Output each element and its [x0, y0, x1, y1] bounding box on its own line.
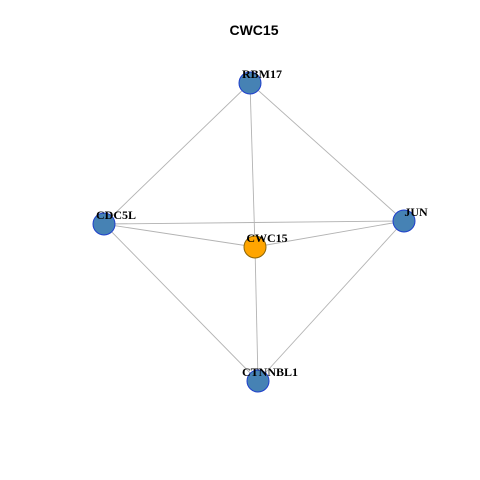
node-circle-jun	[392, 209, 416, 233]
node-label-jun: JUN	[404, 205, 428, 219]
node-circle-ctnnbl1	[246, 369, 270, 393]
node-cwc15: CWC15	[243, 231, 288, 259]
edge-rbm17-cwc15	[249, 82, 256, 248]
diagram-title: CWC15	[229, 22, 278, 38]
edge-rbm17-jun	[249, 82, 405, 222]
node-label-rbm17: RBM17	[242, 67, 282, 81]
edge-jun-cwc15	[254, 220, 405, 248]
node-label-cwc15: CWC15	[246, 231, 287, 245]
node-circle-rbm17	[238, 71, 262, 95]
node-label-cdc5l: CDC5L	[96, 208, 136, 222]
edge-cdc5l-jun	[103, 220, 405, 225]
node-rbm17: RBM17	[238, 67, 282, 95]
node-cdc5l: CDC5L	[92, 208, 136, 236]
edge-jun-ctnnbl1	[257, 220, 405, 382]
node-circle-cdc5l	[92, 212, 116, 236]
node-jun: JUN	[392, 205, 428, 233]
edge-rbm17-cdc5l	[103, 82, 251, 225]
edges-layer	[103, 82, 405, 382]
node-label-ctnnbl1: CTNNBL1	[242, 365, 298, 379]
edge-cdc5l-ctnnbl1	[103, 223, 259, 382]
node-circle-cwc15	[243, 235, 267, 259]
edge-cwc15-ctnnbl1	[254, 246, 259, 382]
node-ctnnbl1: CTNNBL1	[242, 365, 298, 393]
edge-cdc5l-cwc15	[103, 223, 256, 248]
